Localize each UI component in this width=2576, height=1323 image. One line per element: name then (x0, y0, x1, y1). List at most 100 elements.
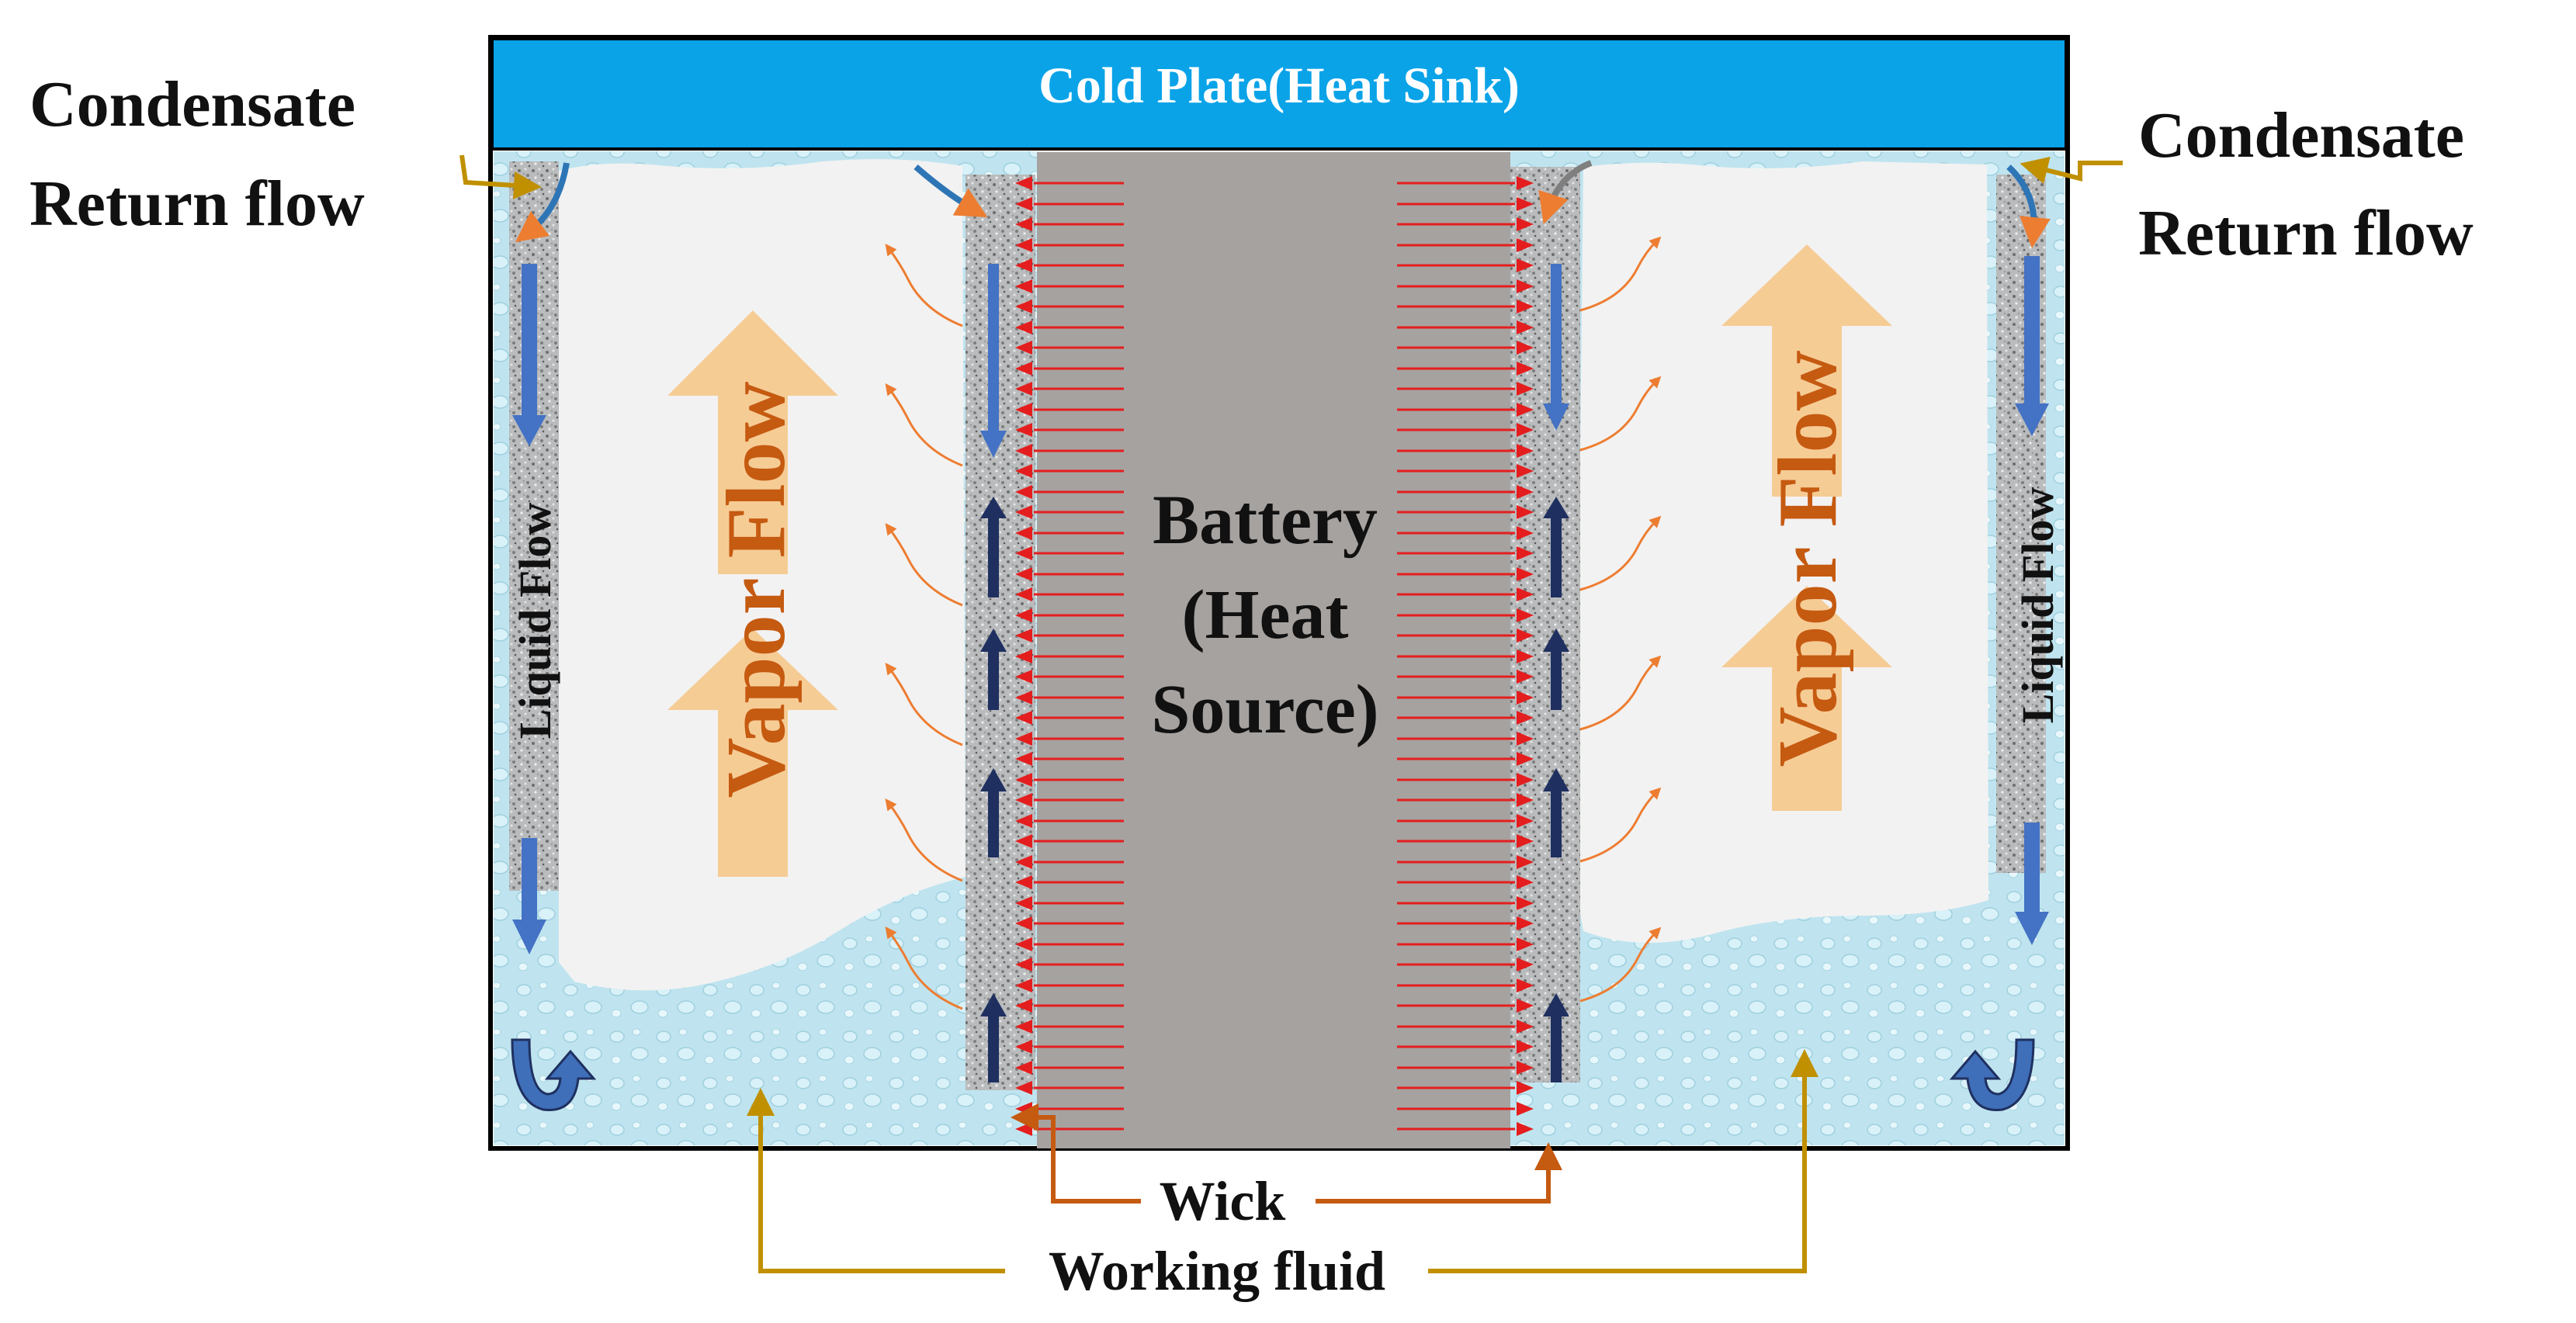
return-curl-arrow-icon (1949, 1038, 2035, 1111)
heat-arrowhead-icon (1517, 217, 1534, 231)
heat-arrowhead-icon (1517, 526, 1534, 540)
heat-arrowhead-icon (1517, 485, 1534, 499)
heat-arrowhead-icon (1517, 649, 1534, 663)
heat-arrowhead-icon (1015, 546, 1032, 560)
down-arrow-icon (1543, 264, 1569, 431)
heat-arrowhead-icon (1517, 896, 1534, 910)
wick-label: Wick (1160, 1170, 1286, 1232)
heat-arrowhead-icon (1517, 670, 1534, 684)
return-curl-arrow-icon (511, 1038, 597, 1111)
down-arrow-icon (2015, 256, 2049, 436)
heat-arrowhead-icon (1015, 464, 1032, 478)
heat-arrowhead-icon (1517, 341, 1534, 355)
heat-arrowhead-icon (1015, 382, 1032, 396)
heat-arrowhead-icon (1015, 691, 1032, 705)
heat-arrowhead-icon (1517, 362, 1534, 376)
battery-label-line-1: Battery (1153, 482, 1378, 559)
wick-strip-inner-right (1510, 167, 1580, 1082)
heat-arrowhead-icon (1015, 793, 1032, 807)
evaporation-arrow-icon (1579, 926, 1662, 1003)
heat-arrowhead-icon (1015, 279, 1032, 293)
heat-arrowhead-icon (1517, 546, 1534, 560)
heat-arrows (1015, 176, 1534, 1136)
heat-arrowhead-icon (1517, 629, 1534, 642)
down-arrow-icon (2015, 823, 2049, 945)
heat-arrowhead-icon (1015, 999, 1032, 1013)
heat-arrowhead-icon (1015, 649, 1032, 663)
heat-arrowhead-icon (1517, 423, 1534, 437)
heat-arrowhead-icon (1517, 773, 1534, 787)
heat-arrowhead-icon (1015, 608, 1032, 622)
up-arrow-icon (980, 993, 1007, 1082)
heat-arrowhead-icon (1517, 587, 1534, 601)
condensate-label-right-line-1: Condensate (2138, 99, 2464, 171)
heat-arrowhead-icon (1015, 1081, 1032, 1095)
heat-arrowhead-icon (1015, 526, 1032, 540)
heat-arrowhead-icon (1517, 1061, 1534, 1075)
heat-arrowhead-icon (1517, 834, 1534, 848)
liquid-flow-label-right: Liquid Flow (2013, 487, 2063, 724)
heat-arrowhead-icon (1517, 814, 1534, 828)
working-fluid-leader-right (1428, 1049, 1818, 1273)
heat-arrowhead-icon (1015, 403, 1032, 417)
heat-arrowhead-icon (1015, 670, 1032, 684)
wick-leader-right (1316, 1142, 1562, 1204)
heat-arrowhead-icon (1015, 197, 1032, 211)
evaporation-arrow-icon (885, 662, 963, 746)
heat-arrowhead-icon (1015, 217, 1032, 231)
heat-arrowhead-icon (1517, 300, 1534, 313)
heat-arrowhead-icon (1517, 999, 1534, 1013)
condensate-leader-right (2020, 156, 2123, 184)
vapor-flow-label-right: Vapor Flow (1762, 350, 1854, 767)
heat-arrowhead-icon (1517, 691, 1534, 705)
vapor-arrow-icon (1721, 586, 1892, 811)
heat-arrowhead-icon (1015, 1061, 1032, 1075)
curl-arrow-icon (914, 164, 988, 217)
condensate-curl-arrows (515, 160, 2051, 248)
vapor-region-right (1576, 161, 1988, 943)
heat-arrowhead-icon (1015, 1020, 1032, 1034)
heat-arrowhead-icon (1517, 444, 1534, 458)
heat-arrowhead-icon (1015, 629, 1032, 642)
heat-arrowhead-icon (1015, 362, 1032, 376)
heat-arrowhead-icon (1015, 258, 1032, 272)
heat-arrowhead-icon (1517, 875, 1534, 889)
heat-arrowhead-icon (1015, 916, 1032, 930)
heat-arrowhead-icon (1517, 732, 1534, 746)
working-fluid-label: Working fluid (1049, 1240, 1385, 1302)
heat-arrowhead-icon (1517, 567, 1534, 581)
heat-arrowhead-icon (1015, 834, 1032, 848)
heat-arrowhead-icon (1517, 1102, 1534, 1116)
evaporation-arrow-icon (1579, 515, 1662, 591)
cold-plate-label: Cold Plate(Heat Sink) (1038, 57, 1520, 114)
curl-arrow-icon (515, 162, 570, 243)
vapor-flow-arrows (667, 244, 1892, 877)
heat-arrowhead-icon (1015, 423, 1032, 437)
condensate-label-left-line-2: Return flow (29, 168, 365, 240)
heat-arrowhead-icon (1015, 1040, 1032, 1054)
heat-arrowhead-icon (1517, 711, 1534, 725)
heat-arrowhead-icon (1517, 403, 1534, 417)
heat-arrowhead-icon (1015, 937, 1032, 951)
evaporation-arrow-icon (1579, 376, 1662, 452)
evaporation-arrow-icon (885, 798, 963, 882)
heat-arrowhead-icon (1015, 958, 1032, 971)
liquid-up-arrows (980, 497, 1569, 1082)
cold-plate (491, 37, 2068, 151)
liquid-down-arrows (512, 256, 2049, 954)
heat-arrowhead-icon (1015, 341, 1032, 355)
battery-label-line-2: (Heat (1182, 577, 1349, 653)
liquid-flow-label-left: Liquid Flow (510, 503, 560, 739)
bottom-return-arrows (511, 1038, 2035, 1111)
evaporation-arrow-icon (1579, 236, 1662, 312)
heat-arrowhead-icon (1015, 732, 1032, 746)
evaporation-arrow-icon (885, 383, 963, 467)
heat-arrowhead-icon (1015, 978, 1032, 992)
vapor-arrow-icon (1721, 244, 1892, 497)
up-arrow-icon (1543, 497, 1569, 597)
vapor-flow-label-left: Vapor Flow (710, 381, 803, 798)
heat-arrowhead-icon (1517, 176, 1534, 190)
heat-arrowhead-icon (1015, 485, 1032, 499)
heat-arrowhead-icon (1517, 608, 1534, 622)
working-fluid-leader-left (747, 1088, 1005, 1273)
